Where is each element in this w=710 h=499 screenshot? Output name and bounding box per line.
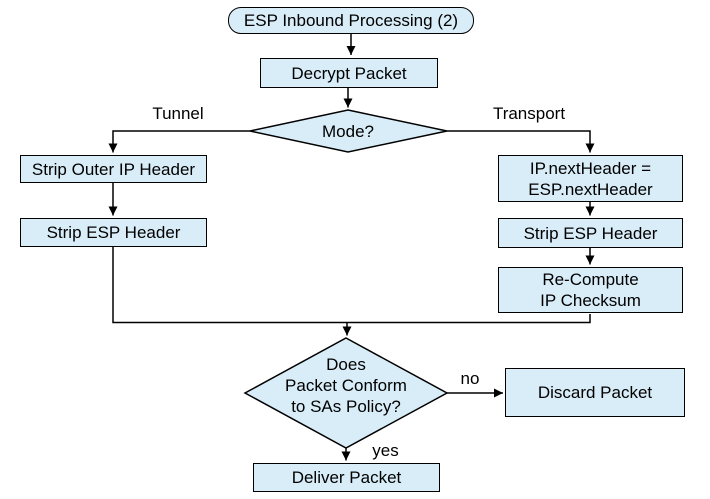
node-decrypt-packet: Decrypt Packet — [260, 58, 438, 88]
mode-diamond-label: Mode? — [322, 122, 374, 141]
edge-mode-transport-branch — [447, 130, 595, 153]
node-deliver-packet: Deliver Packet — [253, 463, 440, 492]
edge-label-transport: Transport — [492, 104, 566, 123]
edge-mode-tunnel-branch — [108, 130, 250, 153]
node-strip-esp-header-left: Strip ESP Header — [20, 218, 207, 247]
edge-label-tunnel: Tunnel — [152, 104, 204, 123]
edge-merge-line — [112, 246, 591, 324]
edge-label-yes: yes — [372, 441, 399, 460]
node-ip-nextheader: IP.nextHeader = ESP.nextHeader — [498, 155, 683, 202]
mode-decision-diamond — [249, 109, 448, 153]
edge-label-no: no — [460, 369, 480, 388]
node-discard-packet: Discard Packet — [505, 368, 685, 417]
policy-diamond-label: Does Packet Conform to SAs Policy? — [285, 355, 407, 416]
node-strip-esp-header-right: Strip ESP Header — [498, 218, 683, 248]
node-strip-outer-ip-header: Strip Outer IP Header — [20, 155, 207, 183]
node-start-terminator: ESP Inbound Processing (2) — [228, 7, 474, 34]
policy-decision-diamond — [243, 337, 449, 449]
node-recompute-ip-checksum: Re-Compute IP Checksum — [498, 267, 683, 313]
